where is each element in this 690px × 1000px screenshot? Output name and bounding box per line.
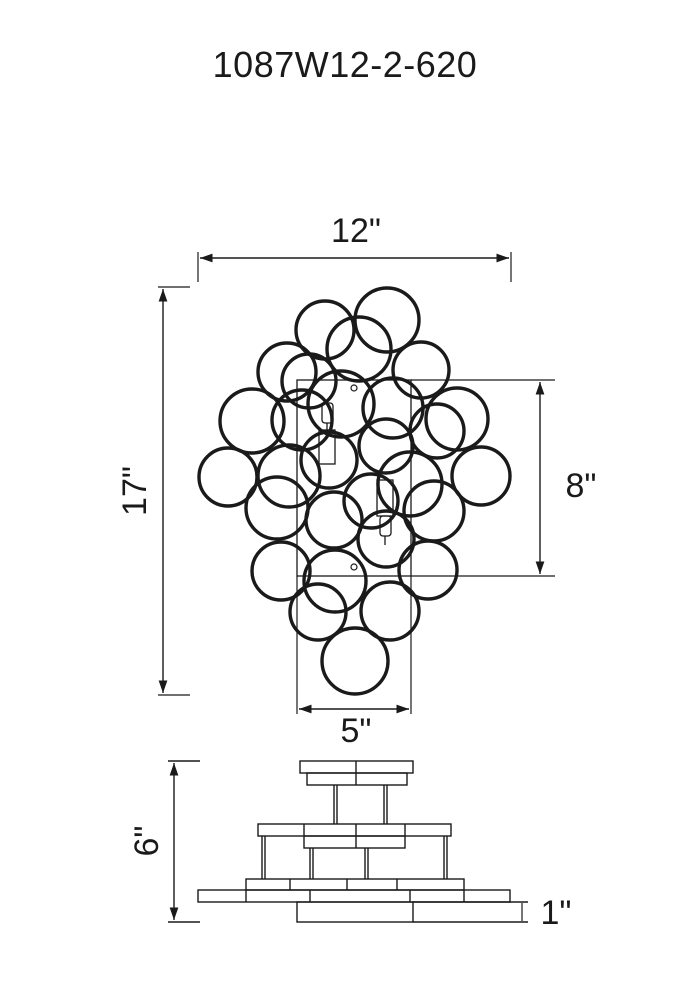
side-view — [168, 760, 528, 923]
backplate-width-label: 5" — [341, 712, 372, 750]
height-dimension — [158, 286, 190, 696]
depth-label: 6" — [128, 826, 166, 857]
model-number-title: 1087W12-2-620 — [212, 44, 478, 85]
backplate-side — [296, 901, 414, 923]
decorative-rings — [197, 286, 512, 696]
bulb-socket-icon — [318, 402, 394, 545]
width-label: 12" — [331, 212, 381, 250]
depth-dimension — [168, 760, 200, 923]
front-view — [158, 252, 555, 714]
width-dimension — [197, 252, 512, 282]
backplate-height-label: 8" — [566, 467, 597, 505]
backplate-depth-label: 1" — [541, 894, 572, 932]
height-label: 17" — [116, 466, 154, 516]
